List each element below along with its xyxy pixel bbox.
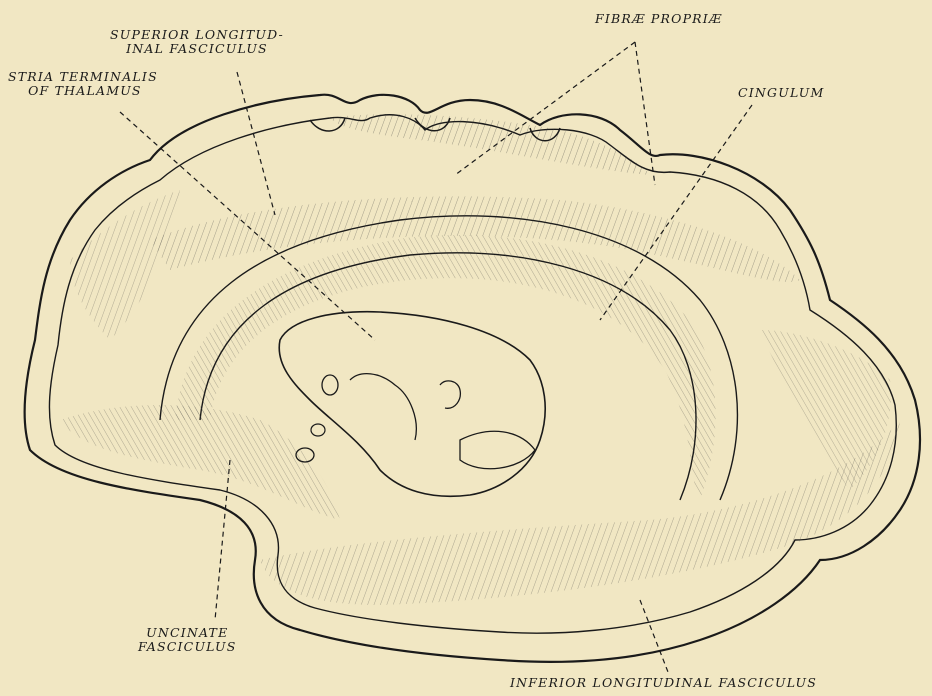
thalamus-outline xyxy=(279,312,545,497)
label-inferior-longitudinal-text: INFERIOR LONGITUDINAL FASCICULUS xyxy=(510,676,817,690)
label-inferior-longitudinal-fasciculus: INFERIOR LONGITUDINAL FASCICULUS xyxy=(510,676,817,690)
label-superior-longitudinal-line1: SUPERIOR LONGITUD- xyxy=(110,28,284,42)
pineal-region xyxy=(460,431,535,468)
leader-superior-longitudinal xyxy=(237,72,275,215)
label-superior-longitudinal-line2: INAL FASCICULUS xyxy=(110,42,284,56)
label-superior-longitudinal-fasciculus: SUPERIOR LONGITUD- INAL FASCICULUS xyxy=(110,28,284,56)
thalamus-inner xyxy=(350,374,416,440)
label-stria-terminalis: STRIA TERMINALIS OF THALAMUS xyxy=(8,70,158,98)
label-uncinate-line1: UNCINATE xyxy=(138,626,237,640)
label-stria-terminalis-line1: STRIA TERMINALIS xyxy=(8,70,158,84)
label-stria-terminalis-line2: OF THALAMUS xyxy=(8,84,158,98)
mammillary-body xyxy=(311,424,325,436)
label-cingulum-text: CINGULUM xyxy=(738,86,825,100)
inferior-longitudinal-bundle xyxy=(260,420,900,605)
label-fibrae-propriae: FIBRÆ PROPRIÆ xyxy=(595,12,723,26)
leader-inferior-longitudinal xyxy=(640,600,668,672)
fibrae-propriae-bundle xyxy=(330,114,650,175)
interthalamic-mass xyxy=(440,381,460,408)
anterior-commissure xyxy=(322,375,338,395)
frontal-fibers xyxy=(70,190,180,340)
uncinate-bundle xyxy=(60,405,340,520)
label-fibrae-propriae-text: FIBRÆ PROPRIÆ xyxy=(595,12,723,26)
label-cingulum: CINGULUM xyxy=(738,86,825,100)
leader-uncinate xyxy=(215,460,230,620)
label-uncinate-fasciculus: UNCINATE FASCICULUS xyxy=(138,626,237,654)
label-uncinate-line2: FASCICULUS xyxy=(138,640,237,654)
